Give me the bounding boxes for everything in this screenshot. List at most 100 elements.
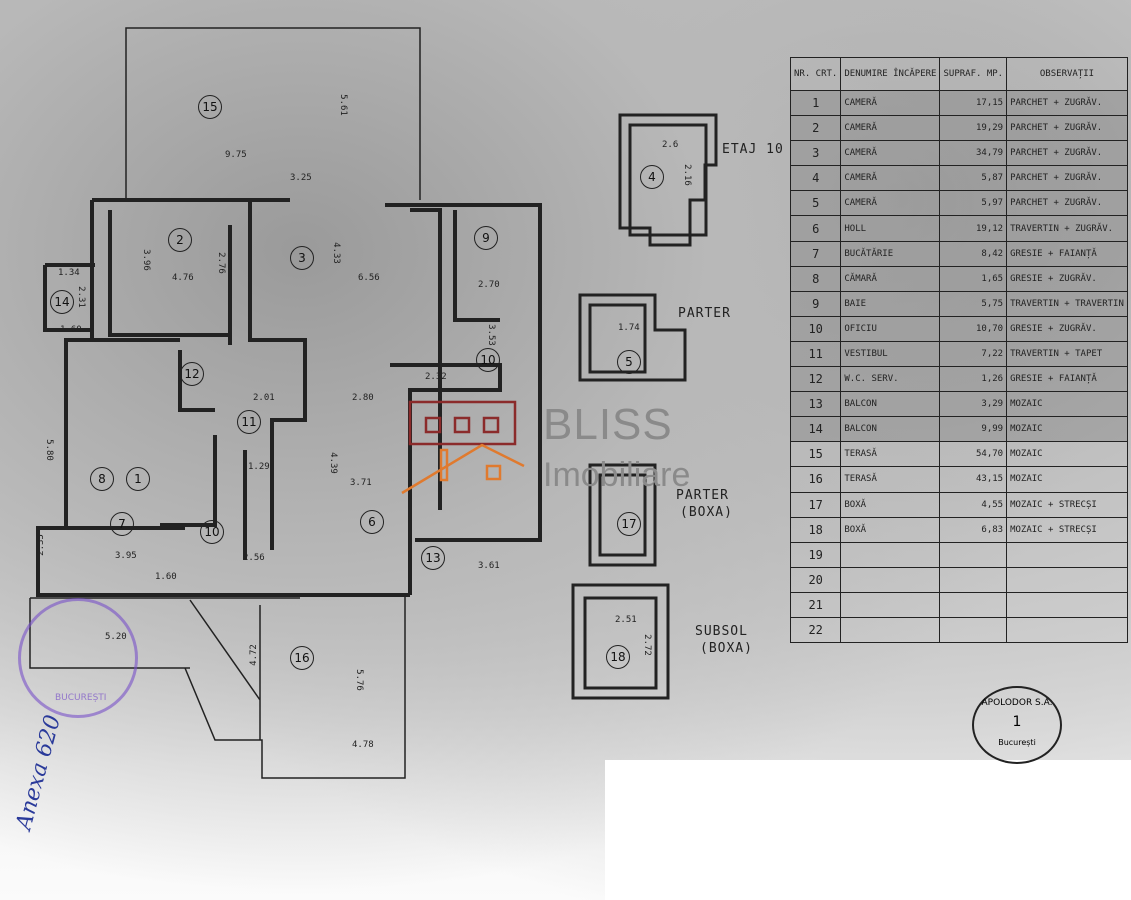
cell-name: BAIE [840,290,941,317]
cell-name [840,566,941,593]
cell-obs: PARCHET + ZUGRĂV. [1006,115,1128,142]
cell-nr: 11 [789,340,842,368]
room-number: 4 [640,165,664,189]
cell-area: 17,15 [939,89,1008,117]
room-number: 10 [200,520,224,544]
cell-nr: 2 [789,115,842,142]
cell-obs: GRESIE + FAIANȚĂ [1006,366,1128,393]
terrace-15-outline [125,27,421,200]
cell-obs: PARCHET + ZUGRĂV. [1006,190,1128,217]
room-number: 15 [198,95,222,119]
cell-nr: 3 [789,140,842,167]
cell-name: BOXĂ [840,491,941,518]
room-number: 1 [126,467,150,491]
dimension: 3.96 [140,249,151,271]
dimension: 2.16 [681,164,692,186]
cell-nr: 9 [789,290,842,317]
dimension: 3.95 [115,551,137,561]
room-number: 7 [110,512,134,536]
cell-nr: 19 [789,541,842,568]
dimension: 4.72 [248,644,259,666]
dimension: 9.75 [225,150,247,160]
cell-nr: 5 [789,190,842,217]
header-obs: OBSERVAȚII [1006,57,1128,91]
cell-name: BUCĂTĂRIE [840,240,941,267]
cell-obs: MOZAIC [1006,416,1128,443]
dimension: 4.33 [330,242,341,264]
parter-plan [578,293,687,382]
cell-name: W.C. SERV. [840,366,941,393]
cell-area: 19,12 [939,215,1008,242]
logo-text-bliss: BLISS [543,400,673,449]
dimension: 2.80 [352,393,374,403]
room-number: 10 [476,348,500,372]
room-number: 3 [290,246,314,270]
cell-area: 8,42 [939,240,1008,267]
cell-name: OFICIU [840,315,941,342]
room-number: 12 [180,362,204,386]
header-nr: NR. CRT. [789,57,842,91]
dimension: 1.29 [248,462,270,472]
cell-obs [1006,591,1128,618]
city-stamp-text: BUCUREȘTI [55,693,107,703]
cell-name [840,616,941,644]
subsol-plan [571,583,670,700]
room-number: 13 [421,546,445,570]
dimension: 2.51 [615,615,637,625]
cell-name: CAMERĂ [840,89,941,117]
cell-obs: TRAVERTIN + TAPET [1006,340,1128,368]
room-number: 8 [90,467,114,491]
rooms-table: NR. CRT. DENUMIRE ÎNCĂPERE SUPRAF. MP. O… [789,57,1128,644]
cell-area: 19,29 [939,115,1008,142]
header-name: DENUMIRE ÎNCĂPERE [840,57,941,91]
cell-obs: MOZAIC [1006,466,1128,493]
table-row: 21 [789,591,1128,618]
cell-name: VESTIBUL [840,340,941,368]
cell-obs: MOZAIC [1006,441,1128,468]
level-label-parter-boxa: PARTER [676,488,729,503]
cell-nr: 15 [789,441,842,468]
room-number: 5 [617,350,641,374]
cell-nr: 18 [789,516,842,543]
dimension: 1.34 [58,268,80,278]
dimension: 5.80 [43,439,54,461]
cell-area: 4,55 [939,491,1008,518]
cell-name: BALCON [840,416,941,443]
room-number: 9 [474,226,498,250]
cell-nr: 21 [789,591,842,618]
cell-area [939,591,1008,618]
dimension: 3.53 [485,324,496,346]
dimension: 2.70 [478,280,500,290]
room-number: 6 [360,510,384,534]
cell-nr: 17 [789,491,842,518]
cell-area: 43,15 [939,466,1008,493]
cell-area: 9,99 [939,416,1008,443]
dimension: 4.76 [172,273,194,283]
cell-obs: MOZAIC + STRECȘI [1006,491,1128,518]
cell-name: BALCON [840,391,941,418]
cell-nr: 1 [789,89,842,117]
dimension: 5.76 [353,669,364,691]
cell-obs: TRAVERTIN + TRAVERTIN [1006,290,1128,317]
cell-obs: PARCHET + ZUGRĂV. [1006,165,1128,192]
main-walls [36,198,542,597]
cell-area: 1,65 [939,265,1008,292]
cell-nr: 13 [789,391,842,418]
dimension: 6.56 [358,273,380,283]
apolodor-city: București [998,738,1036,747]
cell-obs: PARCHET + ZUGRĂV. [1006,140,1128,167]
cell-area: 3,29 [939,391,1008,418]
apolodor-name: APOLODOR S.A. [981,698,1053,708]
cell-area [939,566,1008,593]
etaj-plan [618,113,718,247]
level-label-boxa: (BOXA) [680,505,733,520]
apolodor-number: 1 [1012,714,1022,730]
cell-name: TERASĂ [840,441,941,468]
